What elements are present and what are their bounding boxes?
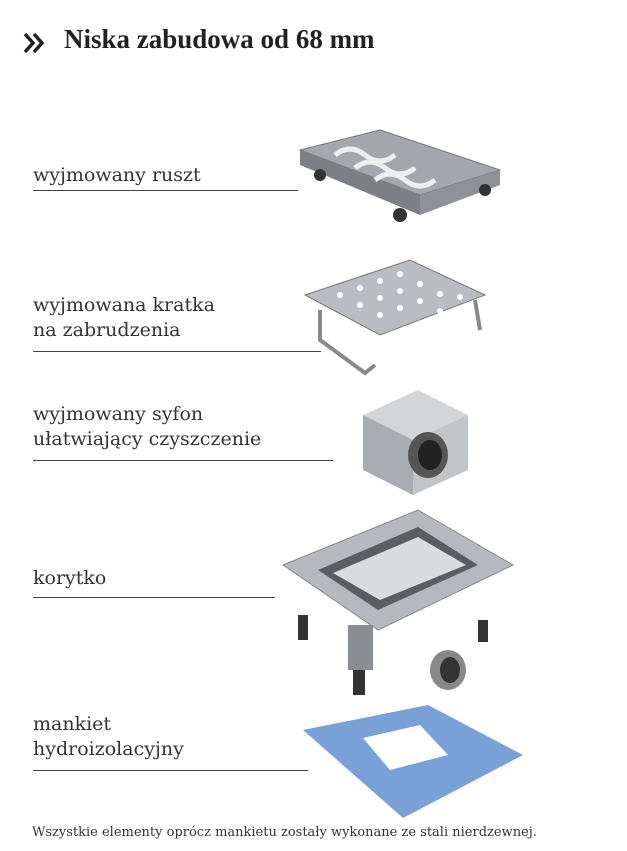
label-membrane-2: hydroizolacyjny bbox=[33, 738, 184, 760]
divider bbox=[33, 351, 321, 352]
membrane-illustration bbox=[303, 705, 523, 818]
label-mesh-2: na zabrudzenia bbox=[33, 319, 181, 341]
mesh-basket-illustration bbox=[303, 259, 487, 376]
divider bbox=[33, 770, 308, 771]
label-syphon-2: ułatwiający czyszczenie bbox=[33, 428, 262, 450]
label-syphon-1: wyjmowany syfon bbox=[33, 403, 204, 425]
syphon-illustration bbox=[363, 390, 468, 495]
double-chevron-icon bbox=[23, 32, 45, 54]
page-title: Niska zabudowa od 68 mm bbox=[64, 24, 375, 54]
divider bbox=[33, 460, 333, 461]
footer-note: Wszystkie elementy oprócz mankietu zosta… bbox=[32, 825, 537, 840]
tray-illustration bbox=[281, 509, 515, 695]
label-grate: wyjmowany ruszt bbox=[33, 164, 201, 186]
grate-illustration bbox=[298, 129, 502, 222]
label-mesh-1: wyjmowana kratka bbox=[33, 294, 215, 316]
divider bbox=[33, 190, 298, 191]
divider bbox=[33, 597, 275, 598]
label-membrane-1: mankiet bbox=[33, 713, 112, 735]
label-tray: korytko bbox=[33, 567, 107, 589]
